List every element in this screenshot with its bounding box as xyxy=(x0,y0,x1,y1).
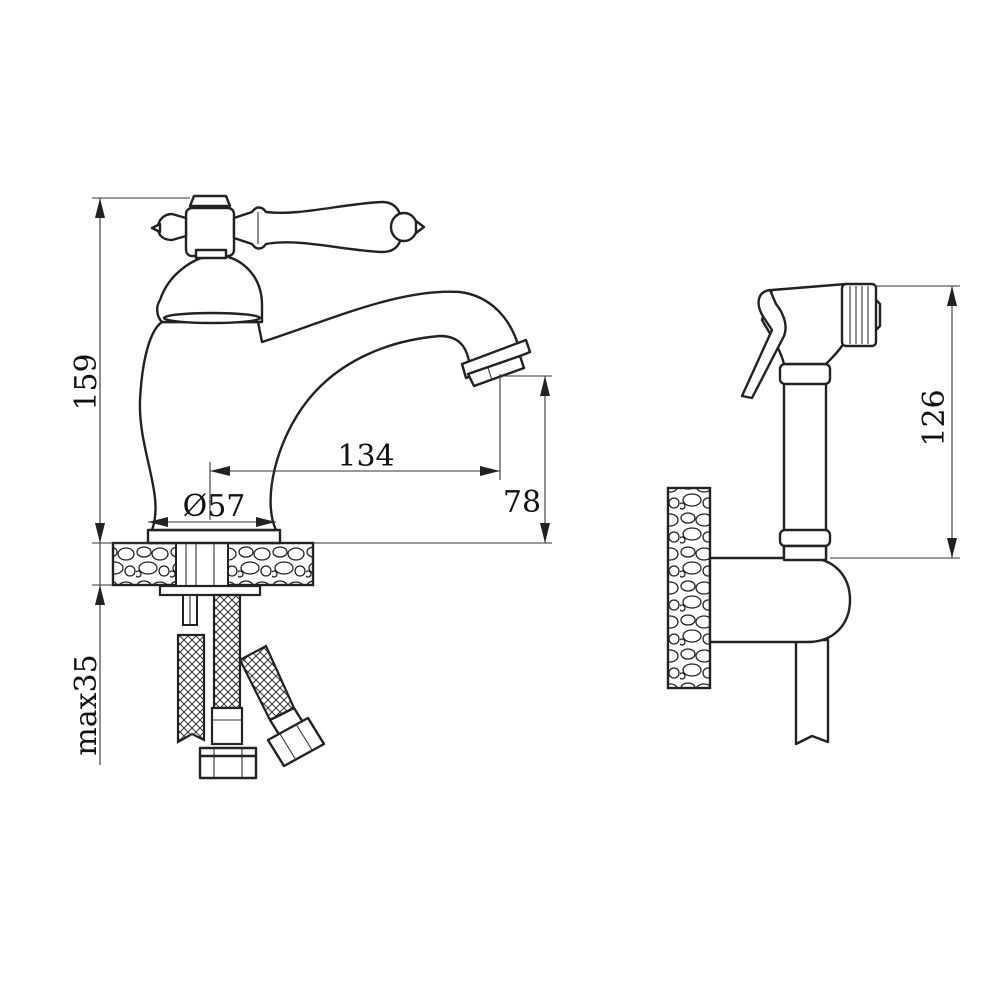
label-base-diameter: Ø57 xyxy=(183,489,246,524)
hex-nut-middle xyxy=(198,746,258,780)
dim-shower-height: 126 xyxy=(830,285,960,559)
supply-hose-right xyxy=(238,644,296,722)
dim-base-diameter: Ø57 xyxy=(148,489,276,527)
dim-spout-height: 78 xyxy=(313,375,552,544)
wall-holder xyxy=(708,556,852,644)
shower-hose xyxy=(794,638,830,746)
supply-hose-left xyxy=(176,633,206,744)
mounting-shank xyxy=(158,542,262,626)
basin-mixer xyxy=(111,194,532,780)
dim-height-total: 159 xyxy=(69,197,190,544)
hex-nut-right xyxy=(266,716,326,768)
label-spout-height: 78 xyxy=(503,485,541,520)
handle-dome xyxy=(156,253,264,324)
faucet-body xyxy=(138,290,522,532)
label-height-total: 159 xyxy=(69,353,104,410)
dim-spout-reach: 134 xyxy=(209,374,501,520)
handle-stub xyxy=(156,212,188,242)
label-spout-reach: 134 xyxy=(337,439,394,474)
dim-max-thickness: max35 xyxy=(69,543,113,765)
wall-section xyxy=(666,486,712,690)
base-ring xyxy=(146,528,282,545)
shower-head xyxy=(760,282,882,366)
label-max-thickness: max35 xyxy=(69,654,104,755)
handle-hub xyxy=(184,194,236,260)
hygienic-shower xyxy=(666,282,882,746)
label-shower-height: 126 xyxy=(917,389,952,446)
shower-handle xyxy=(778,362,832,562)
lever-handle xyxy=(232,200,404,254)
supply-hose-middle xyxy=(212,593,242,710)
aerator xyxy=(460,338,532,388)
trigger-lever xyxy=(740,288,787,400)
